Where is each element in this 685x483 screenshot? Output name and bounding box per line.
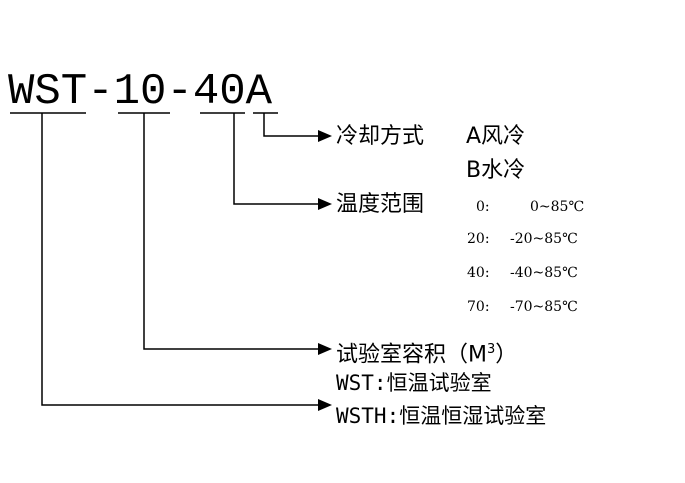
chamber-type-wsth: WSTH:恒温恒湿试验室 xyxy=(336,404,547,428)
temperature-label: 温度范围 xyxy=(336,192,425,217)
arrowhead-chamber-type xyxy=(318,399,332,411)
chamber-type-wst: WST:恒温试验室 xyxy=(336,371,492,395)
temp-code-40: 40: xyxy=(467,265,490,281)
volume-label-close: ） xyxy=(495,342,518,368)
code-separator: - xyxy=(87,67,114,117)
temp-range-20: -20~85℃ xyxy=(510,231,578,247)
temp-range-40: -40~85℃ xyxy=(510,265,578,281)
temp-range-0: 0~85℃ xyxy=(530,199,585,215)
arrowhead-temperature xyxy=(318,198,332,210)
temp-code-20: 20: xyxy=(467,231,490,247)
temp-code-70: 70: xyxy=(467,299,490,315)
code-series: WST xyxy=(8,67,88,117)
connector-temperature xyxy=(233,113,318,205)
model-code: WST-10-40A xyxy=(8,70,272,114)
connector-chamber-type xyxy=(41,113,318,406)
code-separator: - xyxy=(166,67,193,117)
temp-code-0: 0: xyxy=(476,199,490,215)
connector-cooling xyxy=(263,113,318,137)
arrowhead-cooling xyxy=(318,130,332,142)
volume-label-text: 试验室容积（M xyxy=(336,342,487,368)
cooling-option-air: A风冷 xyxy=(466,124,526,149)
code-cooling: A xyxy=(245,67,273,117)
code-volume: 10 xyxy=(113,67,167,117)
cooling-label: 冷却方式 xyxy=(336,124,425,149)
cooling-option-water: B水冷 xyxy=(466,158,526,183)
volume-label-exponent: 3 xyxy=(486,342,496,357)
connector-volume xyxy=(143,113,318,350)
temp-range-70: -70~85℃ xyxy=(510,299,578,315)
code-temperature: 40 xyxy=(192,67,246,117)
arrowhead-volume xyxy=(318,343,332,355)
volume-label: 试验室容积（M3） xyxy=(336,337,517,368)
